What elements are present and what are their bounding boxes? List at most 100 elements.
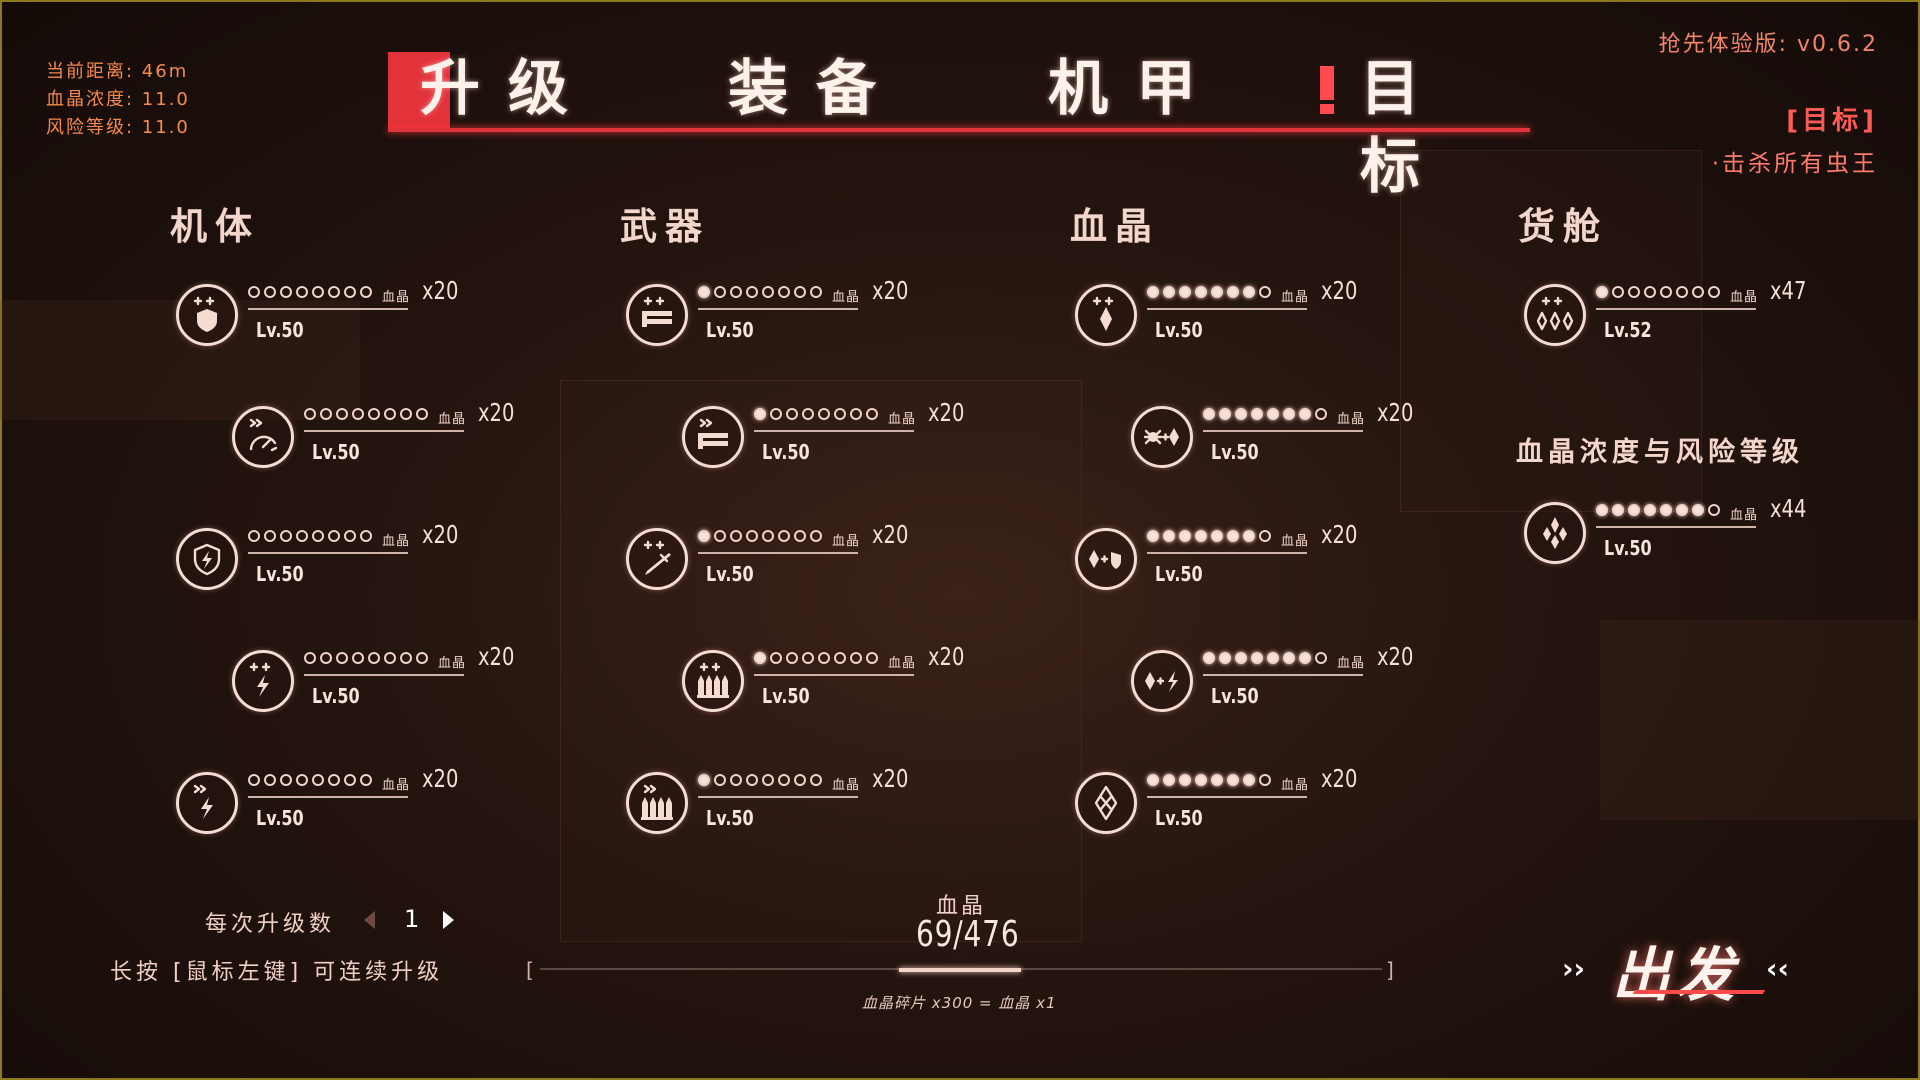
progress-pip [1644, 286, 1656, 298]
depart-chevron-left-icon: ›› [1562, 952, 1586, 985]
cargo-crystals-icon[interactable] [1524, 284, 1586, 346]
progress-pip [834, 408, 846, 420]
tab-upgrade[interactable]: 升级 [420, 54, 596, 124]
per-upgrade-decrease-arrow-icon[interactable] [364, 911, 375, 929]
missiles-fast-icon[interactable] [626, 772, 688, 834]
upgrade-cost: x20 [478, 642, 515, 671]
cost-currency-label: 血晶 [888, 412, 917, 427]
node-divider [304, 430, 464, 432]
speed-gauge-icon[interactable] [232, 406, 294, 468]
lightning-fast-icon[interactable] [176, 772, 238, 834]
cost-currency-label: 血晶 [832, 290, 861, 305]
progress-pip [1596, 286, 1608, 298]
tab-objective[interactable]: 目标 [1360, 54, 1448, 202]
tab-active-indicator [388, 52, 450, 128]
upgrade-cost: x47 [1770, 276, 1807, 305]
upgrade-cost: x20 [1321, 764, 1358, 793]
shield-plus-icon[interactable] [176, 284, 238, 346]
upgrade-level: Lv.50 [256, 806, 304, 830]
missiles-plus-icon[interactable] [682, 650, 744, 712]
progress-pips [1596, 286, 1724, 298]
progress-pip [1147, 530, 1159, 542]
progress-pip [762, 774, 774, 786]
progress-pip [304, 652, 316, 664]
progress-pip [1315, 408, 1327, 420]
depart-button[interactable]: ›› 出发 ‹‹ [1562, 928, 1802, 1009]
progress-pip [384, 408, 396, 420]
upgrade-level: Lv.50 [762, 684, 810, 708]
progress-pip [1163, 530, 1175, 542]
progress-pip [400, 652, 412, 664]
progress-pip [1179, 286, 1191, 298]
upgrade-cost: x20 [422, 520, 459, 549]
progress-pip [834, 652, 846, 664]
progress-pip [312, 286, 324, 298]
progress-pip [746, 286, 758, 298]
crystal-plus-icon[interactable] [1075, 284, 1137, 346]
crystal-lightning-icon[interactable] [1131, 650, 1193, 712]
progress-pip [304, 408, 316, 420]
progress-pip [1259, 774, 1271, 786]
progress-pip [818, 652, 830, 664]
progress-pips [698, 286, 826, 298]
node-divider [1147, 552, 1307, 554]
cost-currency-label: 血晶 [888, 656, 917, 671]
crystal-shield-icon[interactable] [1075, 528, 1137, 590]
rocket-plus-icon[interactable] [626, 528, 688, 590]
gun-plus-icon[interactable] [626, 284, 688, 346]
per-upgrade-increase-arrow-icon[interactable] [443, 911, 454, 929]
lightning-plus-icon[interactable] [232, 650, 294, 712]
progress-pips [1147, 530, 1275, 542]
progress-pip [1708, 286, 1720, 298]
progress-pip [1195, 774, 1207, 786]
upgrade-level: Lv.50 [256, 318, 304, 342]
tab-mech[interactable]: 机甲 [1048, 54, 1224, 124]
lightning-shield-icon[interactable] [176, 528, 238, 590]
bg-strip-right [1600, 620, 1920, 820]
upgrade-cost: x20 [928, 398, 965, 427]
crystal-cluster-icon[interactable] [1524, 502, 1586, 564]
progress-pip [850, 408, 862, 420]
crystal-cross-icon[interactable] [1075, 772, 1137, 834]
gun-fast-icon[interactable] [682, 406, 744, 468]
progress-pips [1147, 774, 1275, 786]
tab-equipment[interactable]: 装备 [728, 54, 904, 124]
bug-crystal-icon[interactable] [1131, 406, 1193, 468]
upgrade-level: Lv.50 [706, 562, 754, 586]
progress-pip [264, 286, 276, 298]
progress-pip [1259, 530, 1271, 542]
progress-pip [1227, 530, 1239, 542]
progress-pip [1283, 652, 1295, 664]
progress-pip [1227, 774, 1239, 786]
hud-stats: 当前距离: 46m 血晶浓度: 11.0 风险等级: 11.0 [46, 58, 190, 142]
progress-pip [1676, 504, 1688, 516]
progress-pip [1195, 530, 1207, 542]
cost-currency-label: 血晶 [1281, 778, 1310, 793]
node-divider [248, 308, 408, 310]
objective-text: ·击杀所有虫王 [1711, 151, 1878, 177]
node-divider [1147, 308, 1307, 310]
progress-pips [248, 530, 376, 542]
progress-pip [1219, 652, 1231, 664]
progress-pip [810, 774, 822, 786]
upgrade-level: Lv.50 [1211, 684, 1259, 708]
progress-pip [1163, 774, 1175, 786]
progress-pip [336, 408, 348, 420]
